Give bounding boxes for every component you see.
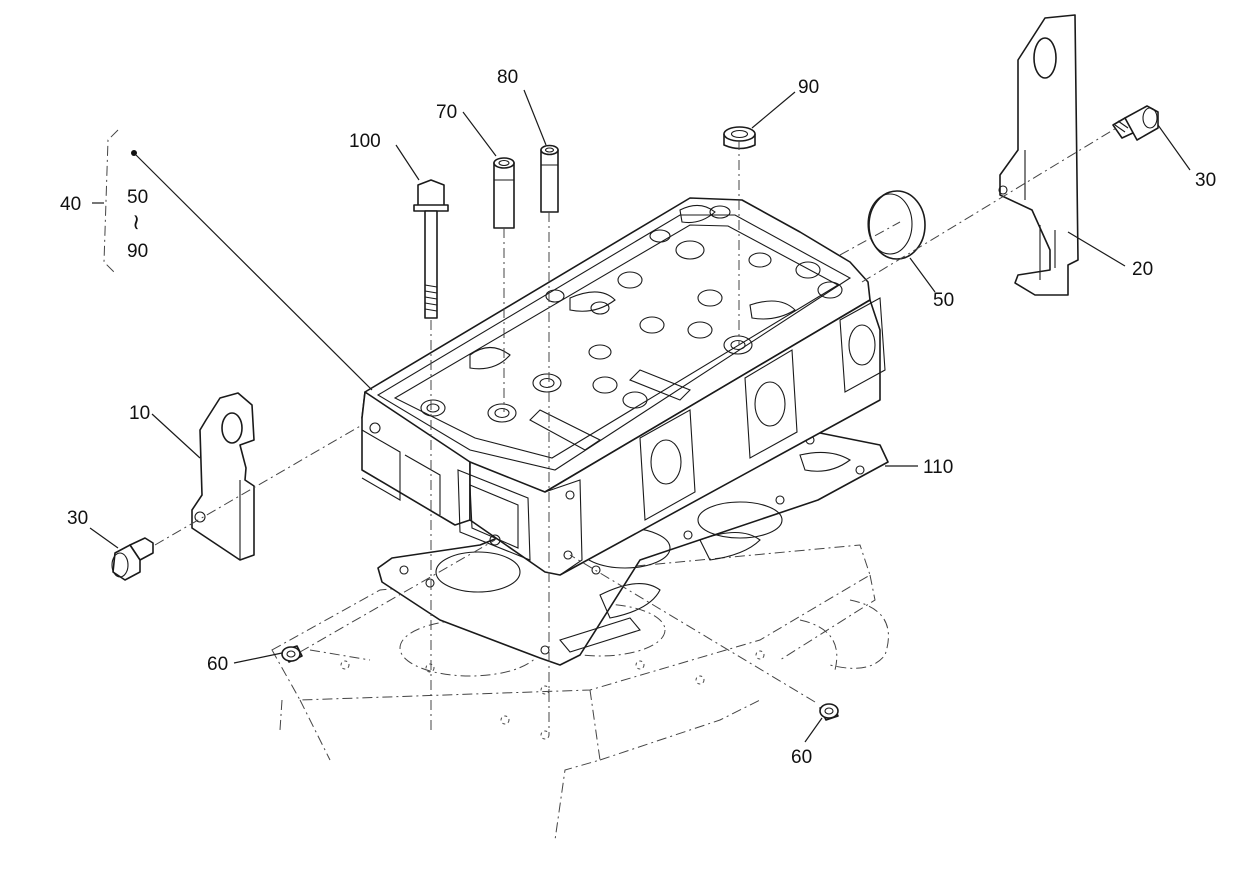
callout-30-left: 30 — [67, 508, 88, 529]
callout-90: 90 — [798, 77, 819, 98]
cylinder-head-body — [361, 197, 886, 576]
kit-range-start-label: 50 — [127, 187, 148, 208]
head-bolt — [413, 179, 449, 319]
assembly-center-lines — [154, 126, 1119, 735]
kit-range-end-label: 90 — [127, 241, 148, 262]
kit-number-label: 40 — [60, 194, 81, 215]
dowel-pin-right — [819, 703, 839, 721]
lifting-bracket-left — [191, 392, 255, 561]
valve-guide-70 — [493, 157, 515, 229]
callout-30-right: 30 — [1195, 170, 1216, 191]
kit-pointer-dot — [131, 150, 137, 156]
callout-10: 10 — [129, 403, 150, 424]
valve-guide-80 — [540, 144, 559, 213]
lifting-bracket-right — [998, 14, 1079, 296]
callout-110: 110 — [923, 457, 953, 478]
callout-50: 50 — [933, 290, 954, 311]
bolt-left — [111, 537, 154, 581]
callout-60-right: 60 — [791, 747, 812, 768]
kit-group-bracket: 40 50 ~ 90 — [60, 129, 373, 391]
callout-60-left: 60 — [207, 654, 228, 675]
dowel-pin-left — [281, 645, 303, 663]
expansion-plug — [867, 190, 926, 260]
callout-80: 80 — [497, 67, 518, 88]
callout-leaders — [89, 89, 1191, 743]
callout-labels: 10 20 30 30 50 60 60 70 80 90 100 110 — [67, 67, 1216, 768]
bolt-right — [1112, 105, 1159, 141]
kit-range-separator: ~ — [123, 213, 148, 231]
callout-20: 20 — [1132, 259, 1153, 280]
callout-100: 100 — [349, 131, 381, 152]
callout-70: 70 — [436, 102, 457, 123]
